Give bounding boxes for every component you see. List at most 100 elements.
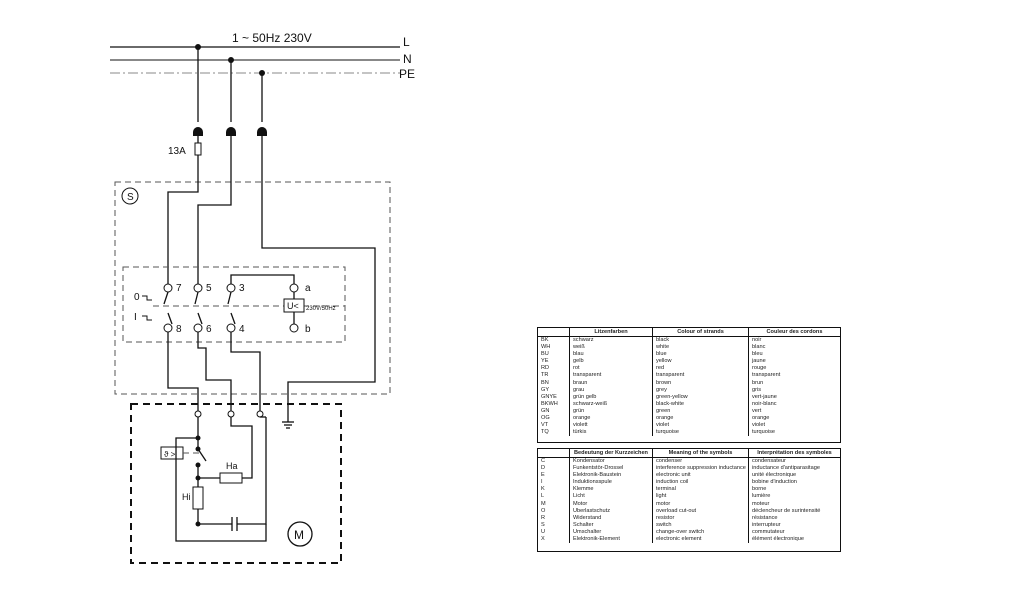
text-cell: Überlastschutz (569, 507, 652, 515)
text-cell: terminal (652, 486, 748, 494)
text-cell: rouge (748, 365, 840, 373)
code-cell: GN (541, 407, 550, 414)
thermal-switch (197, 448, 207, 462)
code-cell: BU (541, 351, 549, 358)
resistor-hi-label: Hi (182, 492, 191, 502)
header-de: Litzenfarben (569, 328, 652, 336)
motor-label: M (294, 528, 304, 542)
code-cell: O (541, 507, 546, 514)
text-cell: transparent (652, 372, 748, 380)
code-cell: WH (541, 344, 551, 351)
text-cell: violet (748, 422, 840, 430)
plug-connector (193, 127, 267, 136)
code-cell: K (541, 486, 545, 493)
text-cell: orange (652, 415, 748, 423)
text-cell: resistor (652, 514, 748, 522)
code-cell: R (541, 514, 546, 521)
relay-symbol: U< (287, 301, 299, 311)
code-cell: S (541, 521, 545, 528)
code-cell: BN (541, 379, 549, 386)
code-cell: U (541, 528, 546, 535)
code-cell: D (541, 465, 546, 472)
motor-terminal-2 (227, 410, 235, 418)
text-cell: transparent (569, 372, 652, 380)
text-cell: Schalter (569, 521, 652, 529)
text-cell: orange (569, 415, 652, 423)
text-cell: schwarz (569, 337, 652, 345)
fuse-13a (194, 136, 202, 180)
earth-icon (282, 414, 294, 429)
resistor-ha (219, 472, 243, 484)
header-en: Meaning of the symbols (652, 449, 748, 457)
terminal-8 (163, 323, 173, 333)
text-cell: blue (652, 351, 748, 359)
terminal-label-4: 4 (239, 324, 245, 335)
text-cell: gris (748, 386, 840, 394)
table-header: Litzenfarben Colour of strands Couleur d… (538, 328, 840, 337)
terminal-a (289, 283, 299, 293)
text-cell: jaune (748, 358, 840, 366)
position-label-i: I (134, 312, 137, 323)
terminal-label-7: 7 (176, 283, 182, 294)
resistor-ha-label: Ha (226, 461, 238, 471)
code-cell: RD (541, 365, 550, 372)
terminal-label-3: 3 (239, 283, 245, 294)
text-cell: borne (748, 486, 840, 494)
code-cell: X (541, 536, 545, 543)
text-cell: switch (652, 521, 748, 529)
text-cell: interrupteur (748, 521, 840, 529)
text-cell: Funkentstör-Drossel (569, 465, 652, 473)
text-cell: grau (569, 386, 652, 394)
code-cell: E (541, 472, 545, 479)
code-cell: BK (541, 337, 549, 343)
terminal-block (122, 266, 346, 343)
text-cell: bobine d'induction (748, 479, 840, 487)
text-cell: transparent (748, 372, 840, 380)
terminal-5 (193, 283, 203, 293)
header-fr: Couleur des cordons (748, 328, 840, 336)
capacitor (231, 517, 238, 531)
text-cell: türkis (569, 429, 652, 437)
text-cell: Kondensator (569, 458, 652, 466)
code-cell: OG (541, 415, 550, 422)
supply-rating: 1 ~ 50Hz 230V (232, 31, 312, 45)
header-de: Bedeutung der Kurzzeichen (569, 449, 652, 457)
text-cell: élément électronique (748, 536, 840, 544)
text-cell: electronic unit (652, 472, 748, 480)
text-cell: turquoise (748, 429, 840, 437)
motor-terminal-3 (256, 410, 264, 418)
terminal-label-b: b (305, 324, 311, 335)
text-cell: red (652, 365, 748, 373)
switch-contact-5-6 (194, 291, 199, 305)
text-cell: noir (748, 337, 840, 345)
code-cell: TR (541, 372, 549, 379)
text-cell: Elektronik-Element (569, 536, 652, 544)
text-cell: Motor (569, 500, 652, 508)
text-cell: weiß (569, 344, 652, 352)
switch-contact-7-8 (163, 291, 169, 305)
text-cell: overload cut-out (652, 507, 748, 515)
table-header: Bedeutung der Kurzzeichen Meaning of the… (538, 449, 840, 458)
text-cell: condensateur (748, 458, 840, 466)
text-cell: résistance (748, 514, 840, 522)
text-cell: black (652, 337, 748, 345)
text-cell: vert (748, 407, 840, 416)
text-cell: yellow (652, 358, 748, 366)
text-cell: Licht (569, 493, 652, 501)
text-cell: brun (748, 379, 840, 387)
text-cell: Umschalter (569, 528, 652, 537)
text-cell: induction coil (652, 479, 748, 487)
